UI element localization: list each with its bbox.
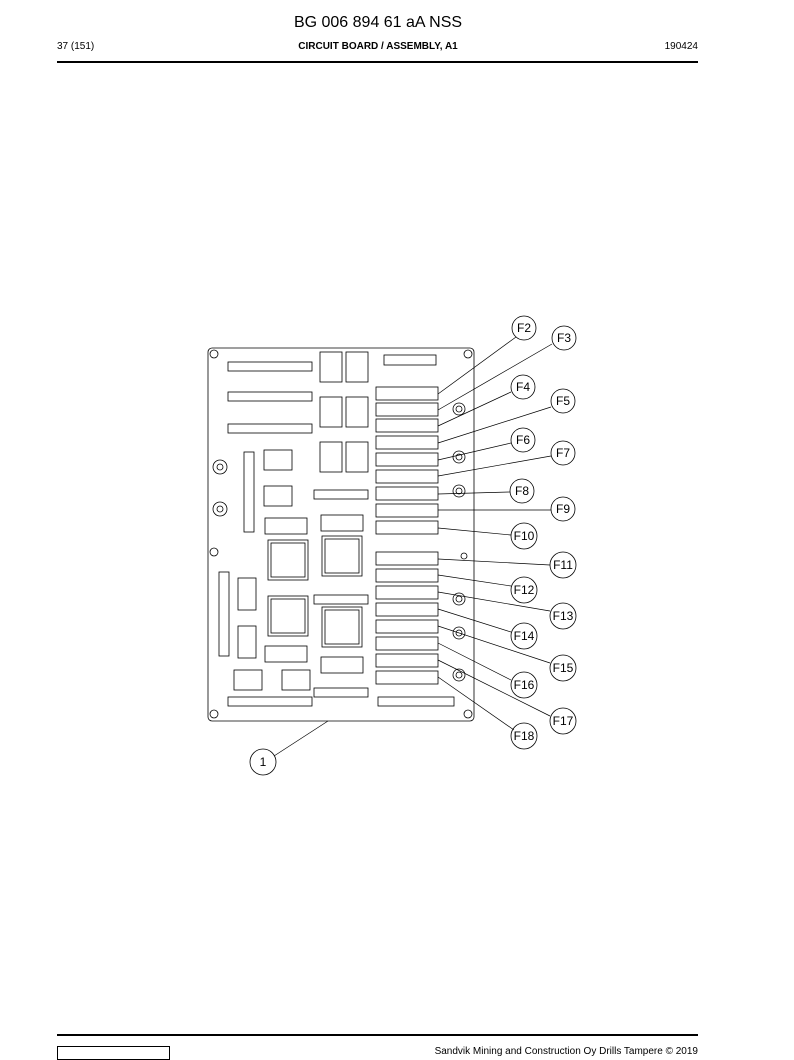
callout-label-f15: F15 xyxy=(553,661,574,675)
callout-label-f10: F10 xyxy=(514,529,535,543)
callout-label-f11: F11 xyxy=(553,558,573,572)
leader-lines xyxy=(273,336,553,757)
relays xyxy=(233,351,369,691)
document-code: 190424 xyxy=(664,41,698,52)
callout-label-f3: F3 xyxy=(557,331,571,345)
terminal-connectors xyxy=(218,354,455,707)
round-components xyxy=(212,402,466,682)
fuse-holders xyxy=(375,386,439,685)
header-rule xyxy=(57,61,698,63)
page-number: 37 (151) xyxy=(57,41,95,52)
section-title: CIRCUIT BOARD / ASSEMBLY, A1 xyxy=(298,41,458,52)
mounting-holes xyxy=(209,349,473,719)
company-logo xyxy=(57,1046,170,1060)
callout-label-f5: F5 xyxy=(556,394,570,408)
callout-label-f6: F6 xyxy=(516,433,530,447)
callout-label-f7: F7 xyxy=(556,446,570,460)
footer-rule xyxy=(57,1034,698,1036)
callout-label-f13: F13 xyxy=(553,609,574,623)
circuit-board-outline xyxy=(207,347,475,722)
copyright-text: Sandvik Mining and Construction Oy Drill… xyxy=(434,1046,698,1057)
small-connectors xyxy=(264,514,364,674)
callout-label-f18: F18 xyxy=(514,729,535,743)
callout-circles xyxy=(249,315,577,776)
ic-chips xyxy=(267,535,363,648)
callout-label-f2: F2 xyxy=(517,321,531,335)
callout-label-f4: F4 xyxy=(516,380,530,394)
callout-label-f16: F16 xyxy=(514,678,535,692)
callout-label-f8: F8 xyxy=(515,484,529,498)
callout-label-f12: F12 xyxy=(514,583,535,597)
callout-label-f17: F17 xyxy=(553,714,574,728)
callout-label-f14: F14 xyxy=(514,629,535,643)
callout-label-f9: F9 xyxy=(556,502,570,516)
document-title: BG 006 894 61 aA NSS xyxy=(293,14,463,31)
callout-label-part-1: 1 xyxy=(260,755,267,769)
